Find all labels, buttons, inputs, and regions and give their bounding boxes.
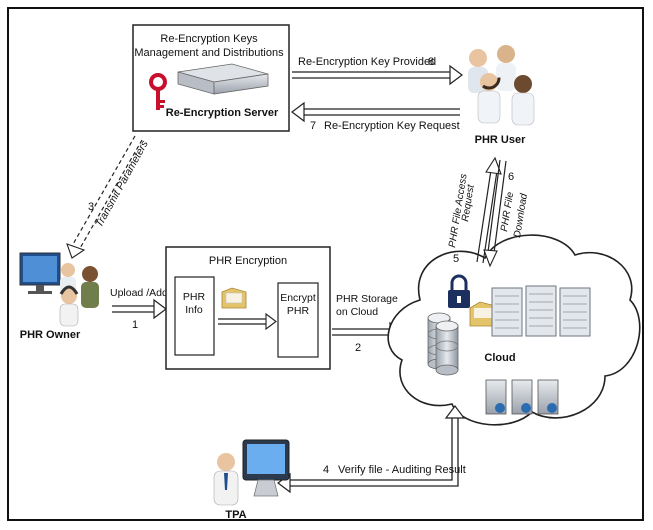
cloud-label: Cloud (484, 352, 515, 364)
arrow-file-download: PHR File Download 6 (483, 159, 530, 268)
server-label: Re-Encryption Server (166, 107, 279, 119)
outer-frame (7, 7, 644, 521)
label-verify-file: Verify file - Auditing Result (338, 464, 466, 476)
num-key-request: 7 (310, 120, 316, 132)
phr-owner-label: PHR Owner (20, 329, 81, 341)
key-icon (149, 73, 167, 110)
num-verify-file: 4 (323, 464, 329, 476)
num-upload-add: 1 (132, 319, 138, 331)
num-key-provided: 8 (428, 56, 434, 68)
tpa-icon (213, 439, 290, 506)
arrow-key-provided: Re-Encryption Key Provided 8 (292, 56, 463, 86)
encrypt-phr-line1: Encrypt (280, 292, 316, 304)
label-key-request: Re-Encryption Key Request (324, 120, 460, 132)
tpa-label: TPA (225, 509, 246, 521)
phr-owner-icon (19, 252, 99, 327)
label-storage-line2: on Cloud (336, 306, 378, 318)
server-box-title-line2: Management and Distributions (134, 47, 284, 59)
num-phr-storage: 2 (355, 342, 361, 354)
num-file-access-request: 5 (453, 253, 459, 265)
phr-info-box (174, 276, 215, 356)
phr-encryption-box: PHR Encryption PHR Info Encrypt PHR (165, 246, 331, 370)
arrow-transmit-parameters: Transmit Parameters 3 (66, 135, 151, 259)
phr-info-line2: Info (185, 304, 203, 316)
phr-user-label: PHR User (475, 134, 526, 146)
server-icon (177, 63, 269, 95)
folder-icon (221, 287, 247, 309)
encrypt-phr-box (277, 282, 319, 358)
num-file-download: 6 (508, 171, 514, 183)
re-encryption-server-box: Re-Encryption Keys Management and Distri… (132, 24, 290, 132)
lock-icon (448, 274, 470, 308)
server-box-title-line1: Re-Encryption Keys (160, 33, 258, 45)
cloud-servers-icon (485, 379, 559, 415)
num-transmit-parameters: 3 (88, 201, 94, 213)
label-key-provided: Re-Encryption Key Provided (298, 56, 436, 68)
phr-user-icon (468, 45, 535, 126)
arrow-key-request: 7 Re-Encryption Key Request (291, 101, 460, 132)
label-upload-add: Upload /Add (110, 287, 168, 299)
storage-rack-icon (491, 285, 591, 337)
arrow-upload-add: Upload /Add 1 (110, 287, 168, 331)
arrow-verify-file: 4 Verify file - Auditing Result (277, 405, 466, 494)
label-transmit-parameters: Transmit Parameters (93, 138, 151, 230)
label-storage-line1: PHR Storage (336, 293, 398, 305)
encryption-box-title: PHR Encryption (209, 255, 287, 267)
database-icon (427, 312, 459, 376)
phr-info-line1: PHR (183, 291, 206, 303)
encrypt-phr-line2: PHR (287, 305, 310, 317)
